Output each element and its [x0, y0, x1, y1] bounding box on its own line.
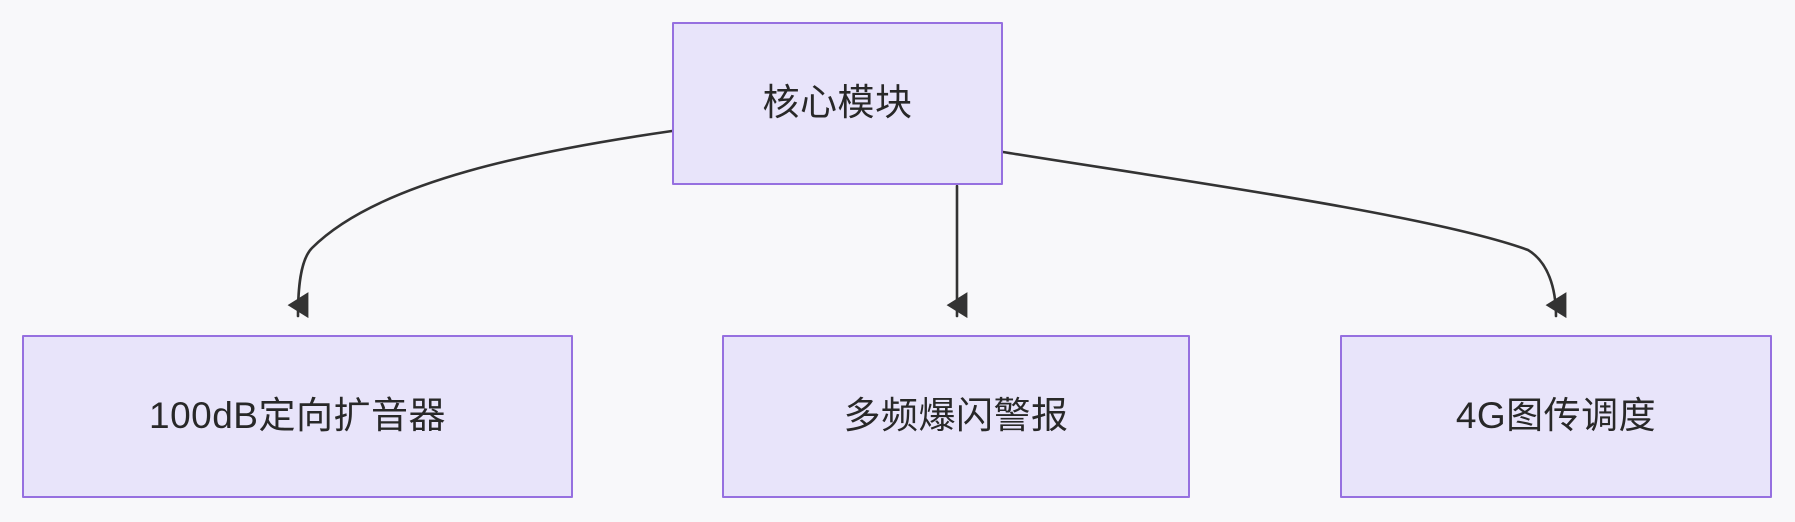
edge-root-to-amp	[287, 129, 674, 319]
edge-root-to-video	[1001, 150, 1567, 319]
node-label-directional-amplifier: 100dB定向扩音器	[149, 395, 446, 437]
node-directional-amplifier[interactable]: 100dB定向扩音器	[22, 335, 573, 498]
node-core-module[interactable]: 核心模块	[672, 22, 1003, 185]
node-label-core-module: 核心模块	[762, 82, 913, 124]
node-4g-video-dispatch[interactable]: 4G图传调度	[1340, 335, 1772, 498]
node-label-4g-video-dispatch: 4G图传调度	[1455, 395, 1657, 437]
node-label-multifreq-strobe-alarm: 多频爆闪警报	[843, 395, 1069, 437]
node-multifreq-strobe-alarm[interactable]: 多频爆闪警报	[722, 335, 1190, 498]
